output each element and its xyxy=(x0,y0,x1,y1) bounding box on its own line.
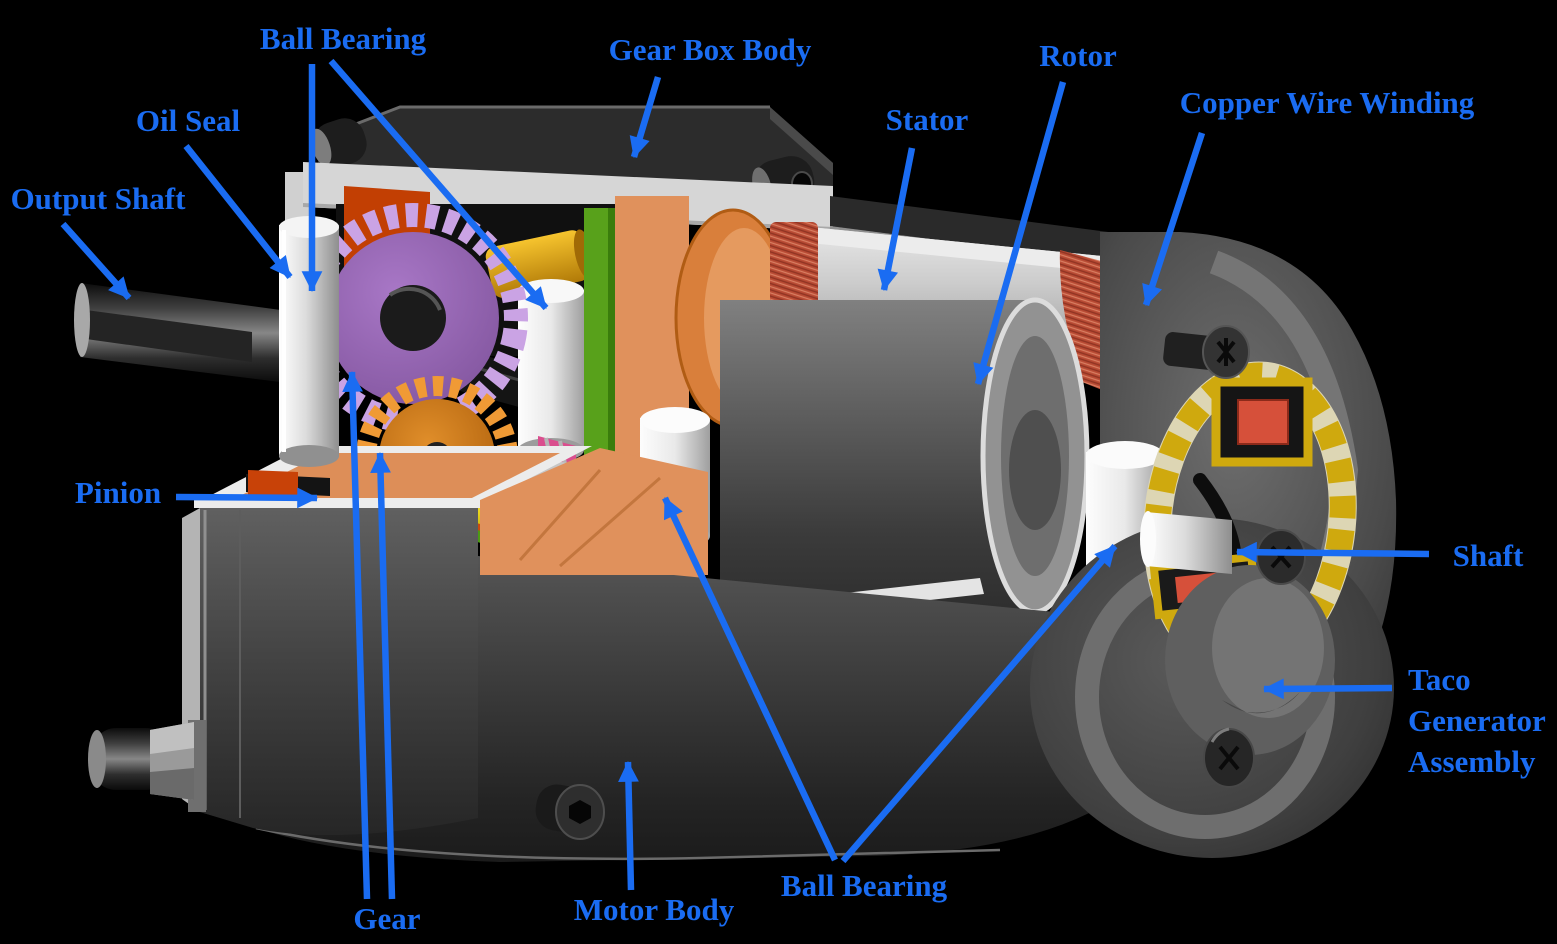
disc-screw xyxy=(1203,727,1255,788)
generator-hub xyxy=(1165,565,1335,755)
copper-winding-left xyxy=(770,222,818,322)
arrow-output-shaft xyxy=(60,221,132,301)
arrow-pinion xyxy=(175,487,319,509)
end-screw-right xyxy=(1163,325,1250,379)
body-screw xyxy=(535,784,605,840)
green-plate xyxy=(584,208,615,470)
arrow-shaft xyxy=(1235,541,1430,563)
arrow-rotor xyxy=(973,81,1067,386)
arrow-gear xyxy=(342,370,371,900)
arrow-ball-bearing-top xyxy=(328,58,549,311)
arrow-stator xyxy=(877,147,916,292)
arrow-ball-bearing-bottom xyxy=(840,543,1118,864)
shaft-tip-screw xyxy=(1256,529,1306,585)
arrow-oil-seal xyxy=(183,143,293,280)
output-shaft xyxy=(74,283,288,383)
arrow-taco-generator-assembly xyxy=(1262,678,1393,700)
shaft-tip xyxy=(1140,511,1232,574)
gearbox-pin-left xyxy=(310,118,367,168)
mid-ball-bearing xyxy=(518,279,584,462)
arrow-ball-bearing-bottom xyxy=(662,496,838,862)
magnet-top xyxy=(1211,377,1313,467)
arrow-motor-body xyxy=(618,760,639,891)
arrow-gear xyxy=(370,451,396,900)
mounting-stub xyxy=(88,720,206,812)
arrow-copper-wire-winding xyxy=(1142,131,1206,307)
arrow-gear-box-body xyxy=(629,76,662,158)
